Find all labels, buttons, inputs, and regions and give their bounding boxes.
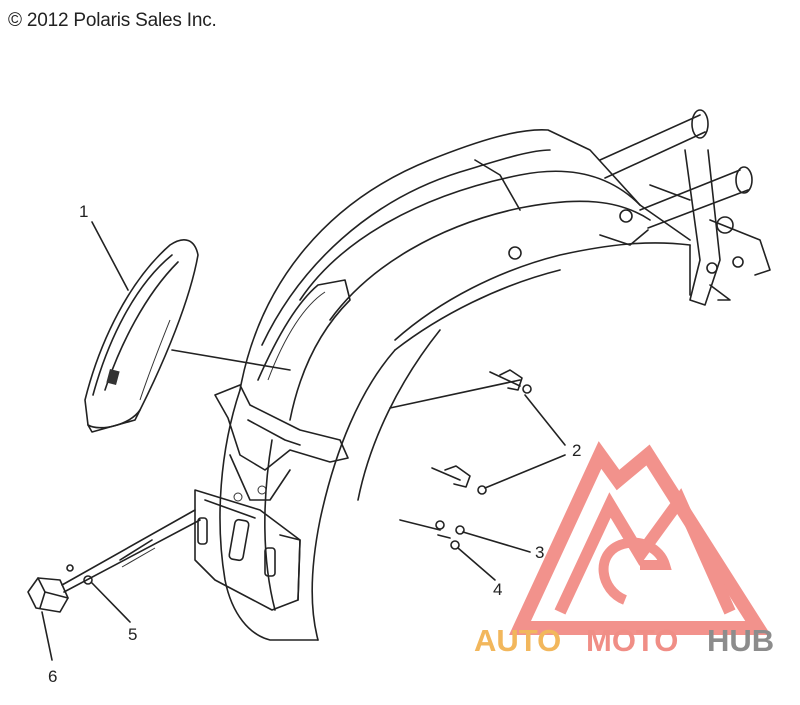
- nuts-washers: [399, 519, 465, 550]
- leader-lines: [41, 221, 566, 661]
- watermark-auto: AUTO: [474, 623, 561, 658]
- tail-light-lens: [84, 239, 199, 433]
- callout-3: 3: [535, 543, 544, 562]
- watermark-moto: MOTO: [586, 623, 678, 658]
- watermark-hub: HUB: [707, 623, 774, 658]
- callout-1: 1: [79, 202, 88, 221]
- license-bracket: [194, 384, 349, 611]
- frame-tubes: [599, 109, 771, 306]
- copyright-text: © 2012 Polaris Sales Inc.: [8, 10, 217, 31]
- callout-5: 5: [128, 625, 137, 644]
- callout-4: 4: [493, 580, 502, 599]
- watermark-logo: [509, 441, 771, 635]
- callout-2: 2: [572, 441, 581, 460]
- fender-bolts: [389, 369, 532, 495]
- license-lamp: [27, 509, 201, 613]
- rear-fender: [219, 128, 691, 641]
- callout-6: 6: [48, 667, 57, 686]
